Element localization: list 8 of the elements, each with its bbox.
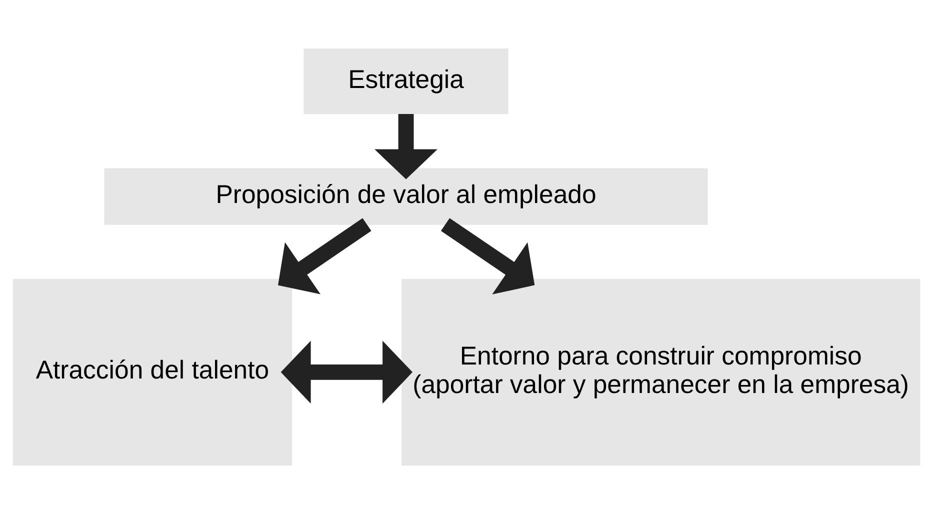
node-box: Atracción del talento <box>12 278 292 465</box>
arrow <box>278 218 372 294</box>
arrow <box>440 218 535 294</box>
arrow <box>280 340 413 404</box>
node-box: Proposición de valor al empleado <box>104 168 708 224</box>
node-box: Entorno para construir compromiso (aportar valor y permanecer en la empresa) <box>402 278 920 465</box>
node-box: Estrategia <box>304 48 508 114</box>
arrow <box>374 113 438 179</box>
